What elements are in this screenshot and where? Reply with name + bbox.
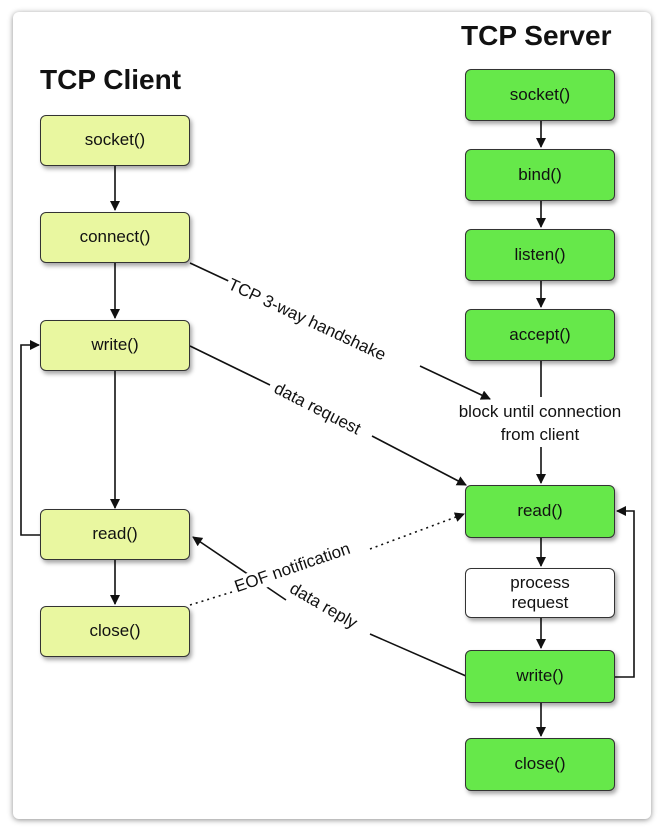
server-write-box: write() — [465, 650, 615, 703]
client-read-box: read() — [40, 509, 190, 560]
client-connect-box: connect() — [40, 212, 190, 263]
server-read-box: read() — [465, 485, 615, 538]
client-connect-label: connect() — [79, 227, 151, 247]
block-note-line2: from client — [500, 424, 580, 444]
client-heading: TCP Client — [40, 64, 182, 95]
client-socket-label: socket() — [84, 130, 146, 150]
process-line2: request — [511, 593, 569, 612]
server-write-label: write() — [516, 666, 564, 686]
data-reply-arrow-tail — [369, 633, 467, 677]
server-bind-label: bind() — [518, 164, 562, 184]
server-read-label: read() — [517, 501, 563, 521]
server-heading: TCP Server — [461, 20, 612, 51]
client-read-label: read() — [92, 524, 138, 544]
server-listen-box: listen() — [465, 229, 615, 281]
server-close-box: close() — [465, 738, 615, 791]
server-socket-box: socket() — [465, 69, 615, 121]
client-write-label: write() — [91, 335, 139, 355]
client-close-label: close() — [89, 621, 141, 641]
client-socket-box: socket() — [40, 115, 190, 166]
data-request-arrow-tail — [371, 435, 467, 486]
server-bind-box: bind() — [465, 149, 615, 201]
server-accept-box: accept() — [465, 309, 615, 361]
client-loop-arrow — [20, 340, 41, 536]
process-line1: process — [510, 572, 570, 592]
server-accept-label: accept() — [509, 324, 571, 344]
handshake-arrow-tail — [419, 365, 491, 400]
server-socket-label: socket() — [509, 84, 571, 104]
server-listen-label: listen() — [514, 244, 566, 264]
eof-dotted-line-right — [369, 512, 465, 550]
block-until-connection-note: block until connection from client — [440, 401, 640, 447]
client-write-box: write() — [40, 320, 190, 371]
client-close-box: close() — [40, 606, 190, 657]
block-note-line1: block until connection — [458, 402, 622, 421]
data-request-arrow-head — [189, 345, 271, 386]
data-reply-arrow-head — [192, 536, 287, 601]
server-close-label: close() — [514, 754, 566, 774]
server-process-request-box: process request — [465, 568, 615, 618]
server-loop-arrow — [615, 506, 635, 678]
eof-dotted-line-left — [189, 591, 233, 606]
